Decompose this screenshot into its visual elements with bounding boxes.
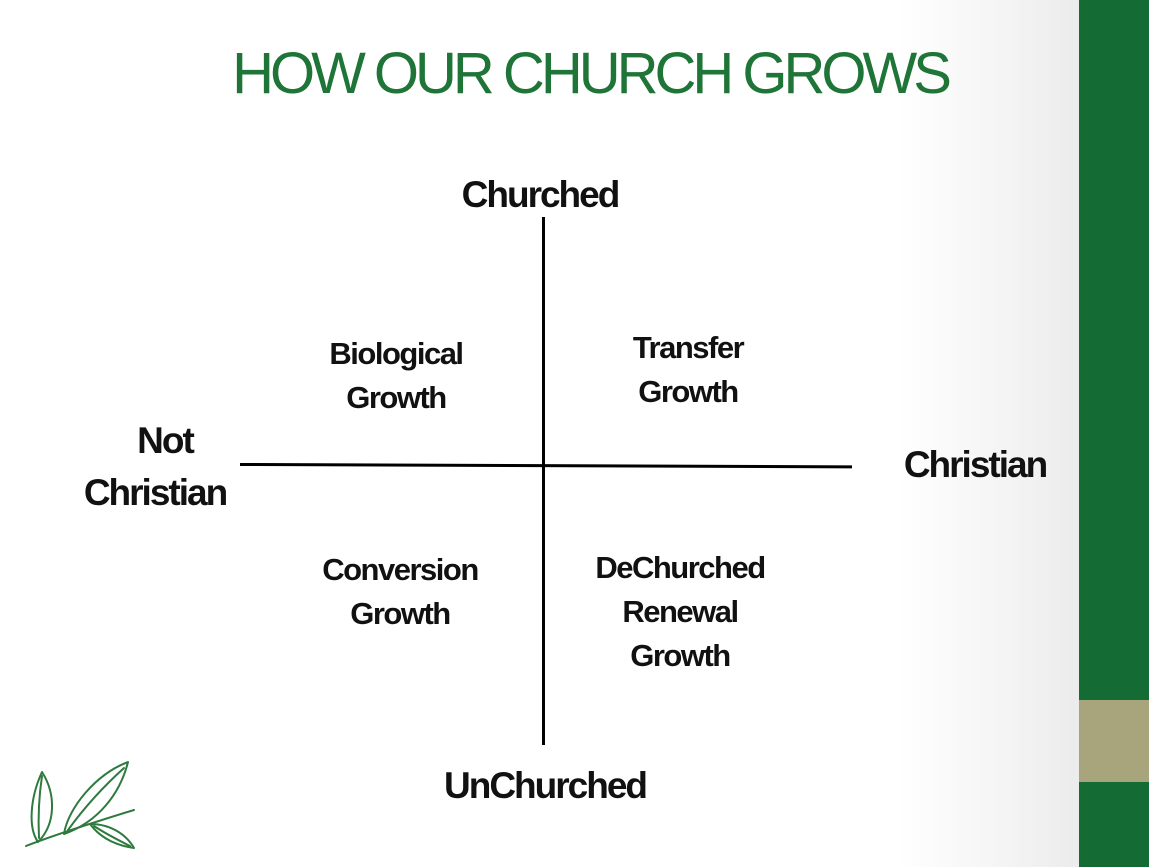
quadrant-label-line: Biological [329,336,464,371]
axis-label-christian: Christian [903,444,1048,485]
quadrant-label-line: Growth [346,380,447,415]
leaf-branch-icon [22,760,137,860]
quadrant-conversion-growth: Conversion Growth [290,548,510,636]
quadrant-label-line: Renewal [622,594,739,629]
axis-label-not-christian-line1: Not [137,420,195,461]
quadrant-label-line: Transfer [632,330,745,365]
quadrant-label-line: Conversion [322,552,479,587]
quadrant-dechurched-renewal-growth: DeChurched Renewal Growth [560,546,800,678]
vertical-axis-line [542,217,545,745]
quadrant-transfer-growth: Transfer Growth [588,326,788,414]
quadrant-label-line: Growth [630,638,731,673]
axis-label-unchurched: UnChurched [444,765,648,806]
quadrant-label-line: Growth [350,596,451,631]
quadrant-label-line: Growth [638,374,739,409]
slide-title: HOW OUR CHURCH GROWS [232,41,952,106]
quadrant-biological-growth: Biological Growth [296,332,496,420]
quadrant-label-line: DeChurched [595,550,766,585]
axis-label-not-christian: Not Christian [60,415,260,519]
axis-label-not-christian-line2: Christian [83,472,228,513]
sidebar-tan-block [1079,700,1149,782]
axis-label-churched: Churched [461,174,621,215]
